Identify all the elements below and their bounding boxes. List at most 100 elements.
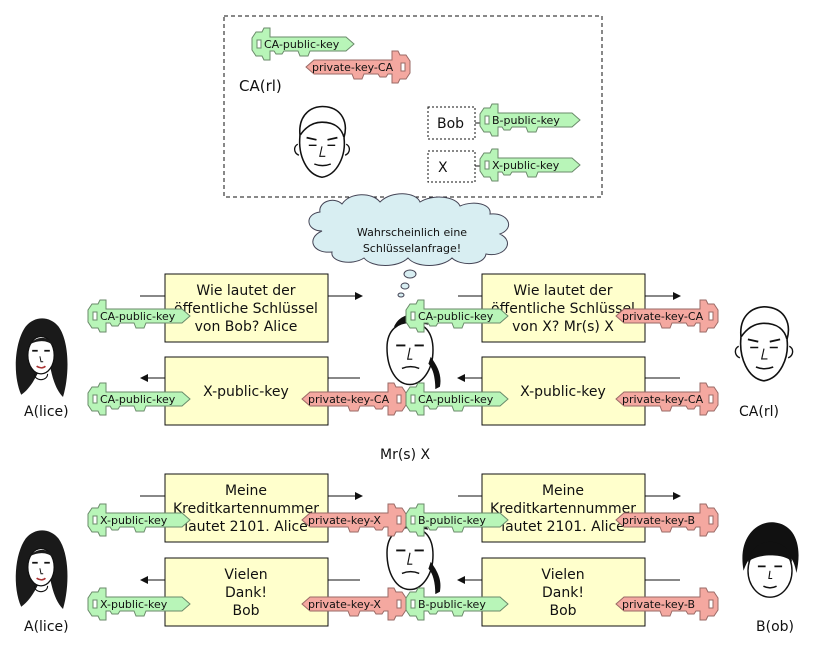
msg-x-to-ca-box xyxy=(481,273,646,343)
key-shape xyxy=(479,103,581,137)
key-label: private-key-CA xyxy=(622,310,704,323)
key-label: B-public-key xyxy=(418,514,486,527)
bob-person-icon xyxy=(741,521,800,599)
key-shape xyxy=(615,503,719,537)
x-entry-label: X xyxy=(438,160,448,176)
key-bow-hole xyxy=(92,515,98,525)
mrx-ca-public-key-icon-2: CA-public-key xyxy=(405,382,509,416)
key-bow-hole xyxy=(484,115,490,125)
key-bow-hole xyxy=(92,394,98,404)
alice-x-public-key-icon: X-public-key xyxy=(87,503,191,537)
key-shape xyxy=(251,27,355,61)
mrx-x-private-key-icon-2: private-key-X xyxy=(301,587,407,621)
key-shape xyxy=(87,299,191,333)
key-bow-hole xyxy=(256,39,262,49)
key-bow-hole xyxy=(708,599,714,609)
alice-ca-public-key-icon: CA-public-key xyxy=(87,299,191,333)
ca-person-icon xyxy=(293,105,351,179)
thought-line-2: Schlüsselanfrage! xyxy=(363,242,461,255)
key-label: private-key-CA xyxy=(312,61,394,74)
ca-label-2: CA(rl) xyxy=(739,404,779,420)
bob-public-key-icon: B-public-key xyxy=(479,103,581,137)
ca-public-key-icon: CA-public-key xyxy=(251,27,355,61)
mrx-b-public-key-icon: B-public-key xyxy=(405,503,509,537)
msg-x-to-alice-box xyxy=(164,356,329,426)
ca-registry-box xyxy=(223,15,603,198)
alice-label-2: A(lice) xyxy=(24,619,69,635)
mrx-x-private-key-icon: private-key-X xyxy=(301,503,407,537)
thought-line-1: Wahrscheinlich eine xyxy=(357,226,467,239)
mrx-ca-public-key-icon: CA-public-key xyxy=(405,299,509,333)
bob-label: B(ob) xyxy=(756,619,794,635)
msg-ca-to-x-box xyxy=(481,356,646,426)
key-bow-hole xyxy=(708,394,714,404)
key-label: X-public-key xyxy=(100,514,168,527)
bob-entry-label: Bob xyxy=(437,116,464,132)
key-label: CA-public-key xyxy=(418,310,494,323)
key-label: B-public-key xyxy=(418,598,486,611)
key-label: private-key-B xyxy=(622,598,695,611)
key-label: CA-public-key xyxy=(264,38,340,51)
key-label: private-key-B xyxy=(622,514,695,527)
key-bow-hole xyxy=(396,394,402,404)
alice-x-public-key-icon-2: X-public-key xyxy=(87,587,191,621)
key-shape xyxy=(301,587,407,621)
key-label: B-public-key xyxy=(492,114,560,127)
alice-label-1: A(lice) xyxy=(24,404,69,420)
alice-person-icon xyxy=(14,317,69,398)
key-shape xyxy=(305,50,411,84)
x-public-key-icon: X-public-key xyxy=(479,148,581,182)
alice-person-icon-2 xyxy=(14,529,69,610)
key-shape xyxy=(405,587,509,621)
key-label: private-key-CA xyxy=(622,393,704,406)
bob-private-key-icon-2: private-key-B xyxy=(615,587,719,621)
key-label: CA-public-key xyxy=(100,393,176,406)
msg2-bob-to-x-box xyxy=(481,557,646,627)
msg-alice-to-x-box xyxy=(164,273,329,343)
msg2-x-to-bob-box xyxy=(481,473,646,543)
bob-entry-box xyxy=(427,106,476,140)
msg2-x-to-alice-box xyxy=(164,557,329,627)
key-label: private-key-X xyxy=(308,514,381,527)
key-shape xyxy=(405,382,509,416)
key-shape xyxy=(87,587,191,621)
ca-private-key-icon-2: private-key-CA xyxy=(615,299,719,333)
key-bow-hole xyxy=(400,62,406,72)
msg2-alice-to-x-box xyxy=(164,473,329,543)
key-shape xyxy=(615,299,719,333)
msg-ca-to-x-text: X-public-key xyxy=(520,384,606,400)
key-bow-hole xyxy=(92,311,98,321)
key-label: private-key-CA xyxy=(308,393,390,406)
key-bow-hole xyxy=(410,599,416,609)
key-shape xyxy=(87,503,191,537)
mrx-label: Mr(s) X xyxy=(380,447,431,463)
key-shape xyxy=(405,299,509,333)
key-bow-hole xyxy=(396,515,402,525)
key-label: private-key-X xyxy=(308,598,381,611)
x-entry-box xyxy=(427,150,476,183)
ca-private-key-icon: private-key-CA xyxy=(305,50,411,84)
key-shape xyxy=(87,382,191,416)
key-bow-hole xyxy=(92,599,98,609)
key-bow-hole xyxy=(708,311,714,321)
mrx-ca-private-key-icon: private-key-CA xyxy=(301,382,407,416)
key-bow-hole xyxy=(410,394,416,404)
key-shape xyxy=(405,503,509,537)
ca-private-key-icon-3: private-key-CA xyxy=(615,382,719,416)
bob-private-key-icon: private-key-B xyxy=(615,503,719,537)
key-bow-hole xyxy=(708,515,714,525)
key-shape xyxy=(301,503,407,537)
key-shape xyxy=(479,148,581,182)
key-bow-hole xyxy=(410,311,416,321)
key-label: X-public-key xyxy=(100,598,168,611)
mrx-b-public-key-icon-2: B-public-key xyxy=(405,587,509,621)
ca-person-icon-2 xyxy=(734,305,794,382)
ca-label: CA(rl) xyxy=(239,77,282,95)
